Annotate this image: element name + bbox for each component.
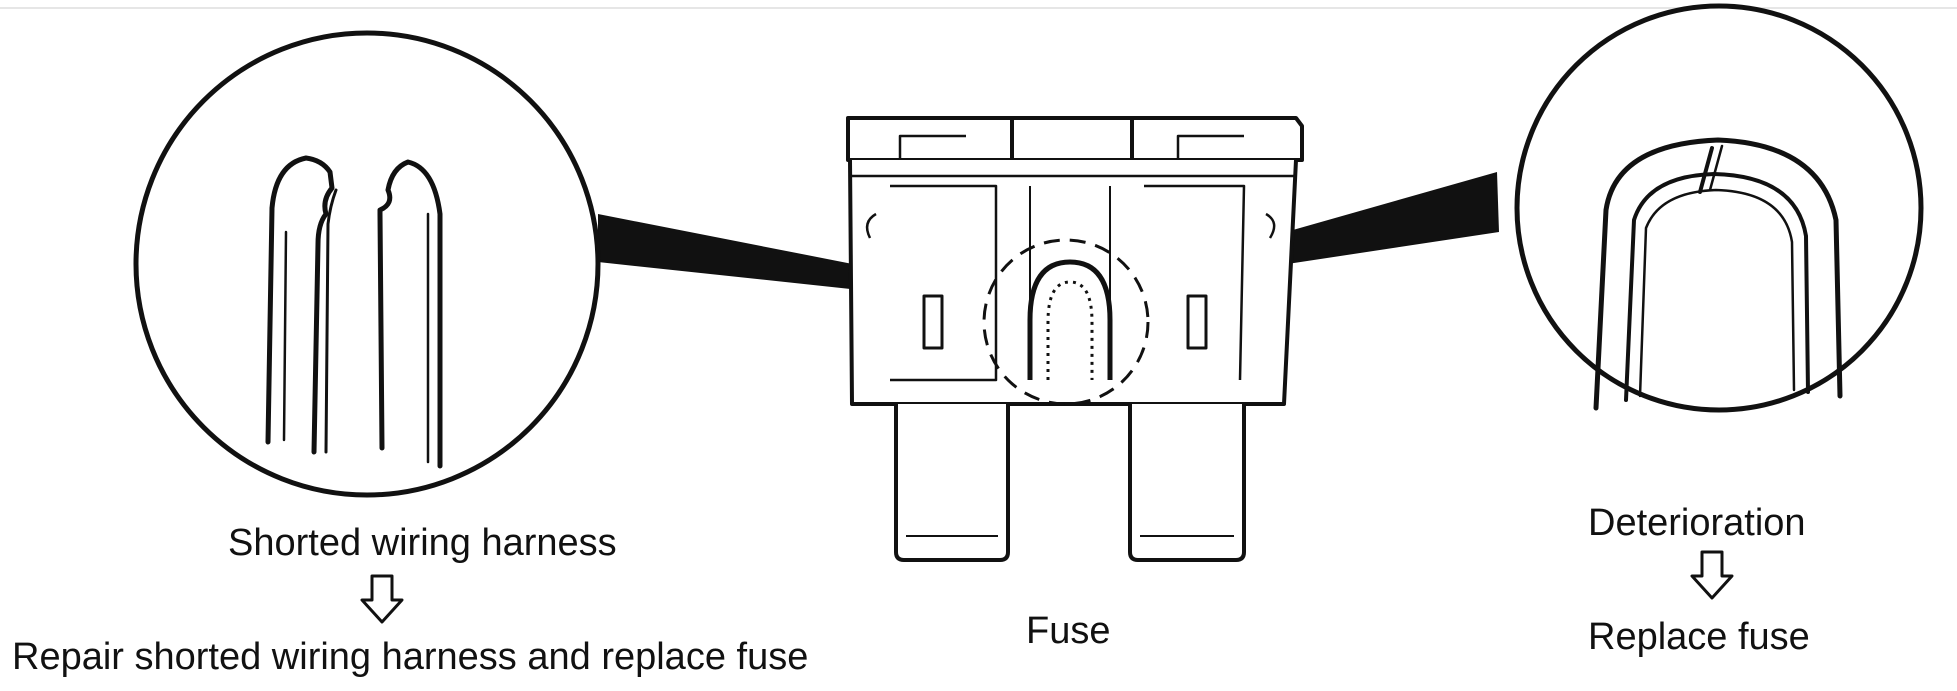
replace-fuse-label: Replace fuse (1588, 616, 1810, 658)
fuse-label: Fuse (1026, 610, 1111, 652)
left-down-arrow-icon (360, 574, 404, 624)
fuse-illustration (846, 116, 1304, 562)
shorted-wiring-harness-label: Shorted wiring harness (228, 522, 617, 564)
deterioration-label: Deterioration (1588, 502, 1806, 544)
repair-action-label: Repair shorted wiring harness and replac… (12, 636, 809, 678)
deteriorated-element-magnified-view (1514, 3, 1924, 413)
shorted-wiring-magnified-view (133, 30, 601, 498)
right-down-arrow-icon (1690, 550, 1734, 600)
